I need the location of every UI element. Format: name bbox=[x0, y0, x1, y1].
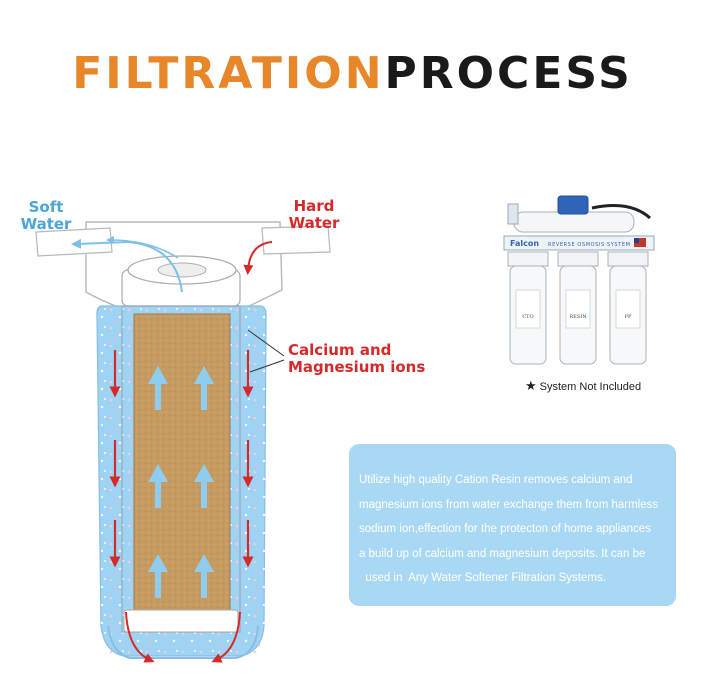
info-box: Utilize high quality Cation Resin remove… bbox=[349, 444, 676, 606]
info-line: Utilize high quality Cation Resin remove… bbox=[359, 474, 633, 486]
info-line: used in Any Water Softener Filtration Sy… bbox=[359, 572, 606, 584]
soft-water-label-line2: Water bbox=[20, 215, 72, 233]
page-title: FILTRATIONPROCESS bbox=[0, 46, 705, 102]
title-part-filtration: FILTRATION bbox=[72, 48, 385, 99]
product-filter-1: CTO bbox=[507, 251, 549, 365]
resin-cartridge bbox=[121, 255, 241, 633]
hard-water-label-line2: Water bbox=[288, 214, 340, 232]
ions-leader-lines bbox=[247, 329, 285, 373]
ions-label-line1: Calcium and bbox=[288, 341, 392, 359]
mounting-bracket bbox=[503, 235, 655, 251]
info-line: a build up of calcium and magnesium depo… bbox=[359, 547, 646, 560]
ro-system-product-image: Falcon REVERSE OSMOSIS SYSTEM CTO RESIN … bbox=[503, 195, 655, 365]
filter-2-label: RESIN bbox=[569, 314, 587, 320]
hard-water-label-line1: Hard bbox=[293, 197, 335, 215]
filter-3-label: PP bbox=[625, 314, 632, 320]
info-line: sodium ion,effection for the protecton o… bbox=[359, 523, 651, 535]
product-caption-text: System Not Included bbox=[539, 381, 642, 393]
brand-mark: Falcon bbox=[510, 239, 539, 248]
soft-water-label: Soft Water bbox=[18, 199, 74, 233]
ions-label: Calcium and Magnesium ions bbox=[288, 342, 425, 376]
star-icon: ★ bbox=[525, 378, 537, 393]
hard-water-inflow-arrow bbox=[243, 241, 273, 275]
soft-water-label-line1: Soft bbox=[28, 198, 64, 216]
product-filter-2: RESIN bbox=[557, 251, 599, 365]
product-filter-3: PP bbox=[607, 251, 649, 365]
hard-water-label: Hard Water bbox=[284, 198, 344, 232]
panel-text: REVERSE OSMOSIS SYSTEM bbox=[548, 242, 631, 248]
product-caption: ★System Not Included bbox=[525, 378, 641, 394]
bottom-flow-arrows bbox=[125, 611, 241, 663]
ions-label-line2: Magnesium ions bbox=[288, 358, 426, 376]
soft-water-outflow-arrows bbox=[71, 236, 183, 293]
info-line: magnesium ions from water exchange them … bbox=[359, 498, 659, 511]
title-part-process: PROCESS bbox=[384, 48, 633, 99]
filter-1-label: CTO bbox=[522, 314, 533, 320]
upflow-arrows bbox=[148, 366, 214, 598]
pump-icon bbox=[557, 195, 589, 215]
